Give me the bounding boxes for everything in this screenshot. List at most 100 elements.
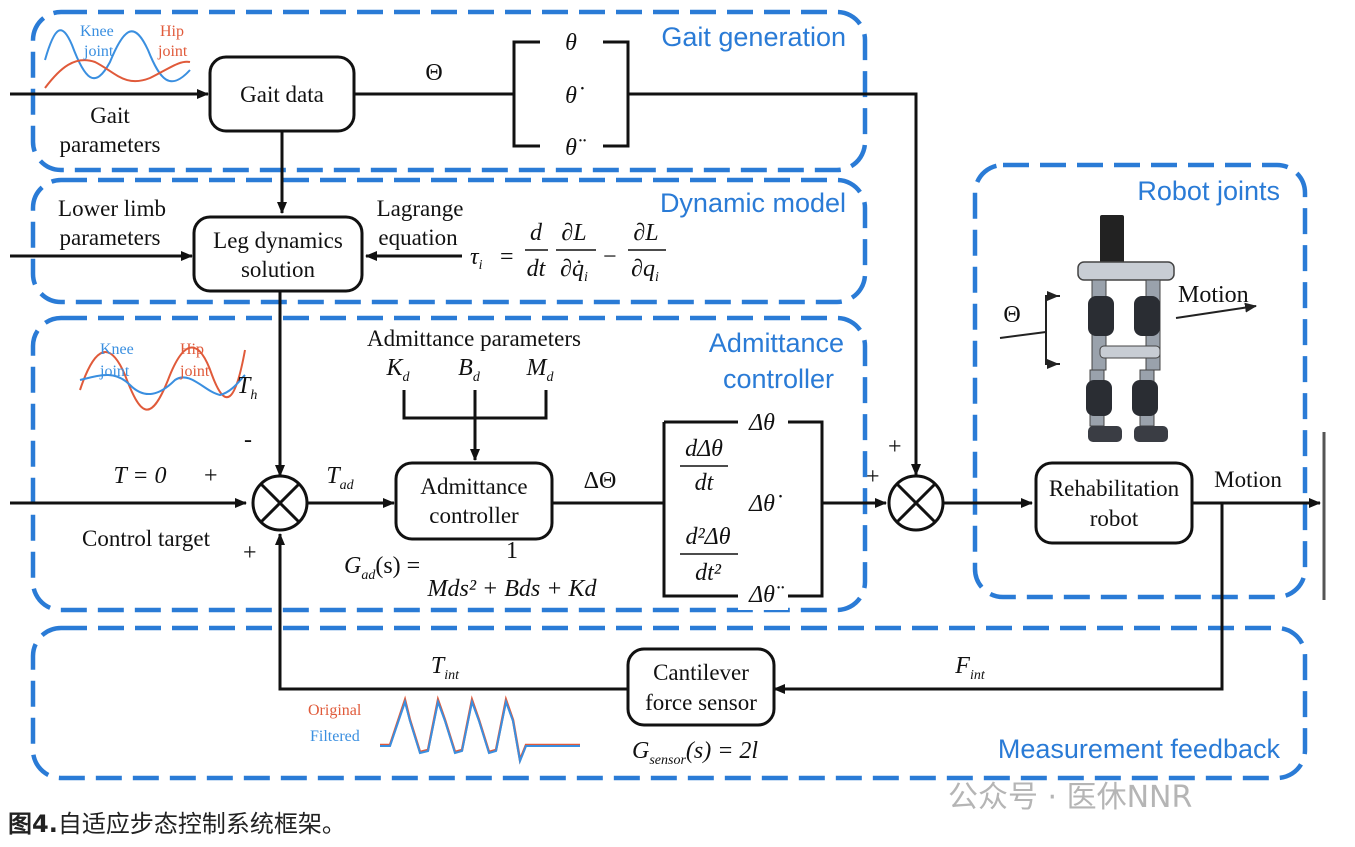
robot-theta-bracket bbox=[1045, 295, 1060, 365]
feedback-to-sensor-line bbox=[773, 503, 1224, 694]
dL-num-2: ∂L bbox=[633, 220, 658, 246]
gad-lhs: Gad(s) = bbox=[344, 553, 420, 583]
dtheta-dot-label-bg bbox=[738, 490, 786, 516]
motion-direction-label: Motion bbox=[1178, 282, 1249, 308]
admittance-controller-title-line2: controller bbox=[723, 364, 834, 394]
dynamic-model-section bbox=[30, 177, 868, 305]
filtered-legend: Filtered bbox=[310, 728, 360, 745]
dq-den: ∂qi bbox=[631, 256, 659, 285]
original-signal-curve bbox=[380, 695, 580, 765]
delta-theta-label: ΔΘ bbox=[584, 468, 617, 494]
tad-label: Tad bbox=[326, 463, 354, 493]
dynamic-model-title: Dynamic model bbox=[660, 188, 846, 218]
minus-sign-th: - bbox=[244, 427, 252, 453]
dtheta-label: Δθ bbox=[748, 410, 775, 436]
gsensor-equation: Gsensor(s) = 2l bbox=[632, 738, 758, 768]
lagrange-label-line2: equation bbox=[378, 225, 458, 250]
bd-label: Bd bbox=[458, 355, 481, 385]
motion-direction-arrow bbox=[1175, 302, 1257, 319]
force-signal-plot: Original Filtered bbox=[308, 695, 580, 765]
filtered-signal-curve bbox=[380, 698, 580, 765]
robot-joints-title: Robot joints bbox=[1137, 176, 1280, 206]
gait-curves-plot: Knee joint Hip joint bbox=[44, 23, 191, 89]
rehabilitation-robot-block bbox=[1034, 461, 1194, 545]
theta-right-bracket bbox=[603, 40, 630, 148]
dL-num-1: ∂L bbox=[561, 220, 586, 246]
robot-joints-section bbox=[972, 162, 1308, 600]
hip-torque-curve bbox=[79, 346, 246, 411]
frac2-denominator: dt² bbox=[695, 560, 722, 586]
knee-legend2-line2: joint bbox=[99, 363, 130, 380]
original-legend: Original bbox=[308, 702, 362, 719]
caption-text: 自适应步态控制系统框架。 bbox=[57, 810, 346, 838]
caption-prefix: 图4. bbox=[8, 810, 58, 838]
gait-generation-title: Gait generation bbox=[661, 22, 846, 52]
md-label: Md bbox=[526, 355, 555, 385]
dtheta-label-bg bbox=[738, 410, 788, 434]
theta-ddot-label: θ̈ bbox=[565, 135, 586, 161]
gait-generation-section bbox=[30, 9, 868, 173]
eq-sign: = bbox=[500, 244, 514, 270]
admittance-controller-label-line1: Admittance bbox=[420, 474, 527, 499]
sensor-to-sum-line bbox=[275, 533, 628, 691]
frac2-numerator: d²Δθ bbox=[685, 524, 730, 550]
knee-joint-curve bbox=[44, 29, 191, 83]
motion-output-label: Motion bbox=[1214, 467, 1282, 492]
hip-joint-curve bbox=[44, 59, 191, 89]
theta-left-bracket bbox=[512, 40, 540, 148]
measurement-feedback-section bbox=[30, 625, 1308, 781]
plus-sign-t: + bbox=[204, 463, 218, 489]
human-torque-plot: Knee joint Hip joint Th bbox=[79, 341, 257, 411]
fint-label: Fint bbox=[954, 653, 986, 683]
gait-params-label-line1: Gait bbox=[90, 103, 130, 128]
exoskeleton-robot-illustration bbox=[1077, 215, 1175, 442]
sensor-transfer-function: Gsensor(s) = 2l bbox=[632, 738, 758, 768]
leg-dynamics-label-line1: Leg dynamics bbox=[213, 228, 343, 253]
hip-legend-line2: joint bbox=[157, 43, 188, 60]
control-system-diagram: Gait generation Dynamic model Admittance… bbox=[10, 9, 1326, 781]
rehabilitation-robot-label-line2: robot bbox=[1090, 506, 1139, 531]
measurement-feedback-title: Measurement feedback bbox=[998, 734, 1281, 764]
force-sensor-block bbox=[626, 647, 776, 727]
tint-label: Tint bbox=[431, 653, 460, 683]
theta-label: θ bbox=[565, 30, 577, 56]
plus-sign-theta: + bbox=[888, 434, 902, 460]
leg-dynamics-label-line2: solution bbox=[241, 257, 316, 282]
dtheta-ddot-label-bg bbox=[738, 584, 788, 610]
summing-junction-2 bbox=[887, 474, 945, 532]
control-target-label: Control target bbox=[82, 526, 211, 551]
tau-symbol: τi bbox=[470, 244, 483, 273]
lagrange-label-line1: Lagrange bbox=[377, 196, 464, 221]
summing-junction-1 bbox=[251, 474, 309, 532]
admittance-controller-label-line2: controller bbox=[429, 503, 519, 528]
theta-dot-label: θ̇ bbox=[565, 83, 584, 109]
gait-data-label: Gait data bbox=[240, 82, 324, 107]
knee-legend2-line1: Knee bbox=[100, 341, 134, 358]
leg-dynamics-block bbox=[192, 215, 364, 293]
admittance-params-label: Admittance parameters bbox=[367, 326, 581, 351]
d-num: d bbox=[530, 220, 543, 246]
force-sensor-label-line1: Cantilever bbox=[653, 660, 749, 685]
hip-legend2-line1: Hip bbox=[180, 341, 204, 358]
admittance-controller-title-line1: Admittance bbox=[709, 328, 844, 358]
watermark: 公众号 · 医休NNR bbox=[948, 780, 1193, 815]
theta-signal-label: Θ bbox=[425, 60, 442, 86]
gad-denominator: Mds² + Bds + Kd bbox=[427, 576, 598, 602]
rehabilitation-robot-label-line1: Rehabilitation bbox=[1049, 476, 1180, 501]
knee-torque-curve bbox=[79, 374, 246, 397]
gait-params-label-line2: parameters bbox=[60, 132, 161, 157]
lagrange-equation: τi = d dt ∂L ∂q̇i − ∂L ∂qi bbox=[470, 220, 666, 285]
plus-sign-delta: + bbox=[866, 464, 880, 490]
gad-transfer-function: Gad(s) = 1 Mds² + Bds + Kd bbox=[344, 538, 597, 602]
t-zero-label: T = 0 bbox=[113, 463, 166, 489]
robot-theta-label: Θ bbox=[1003, 302, 1020, 328]
robot-theta-line bbox=[999, 331, 1047, 339]
dqdot-den: ∂q̇i bbox=[560, 256, 588, 285]
force-sensor-label-line2: force sensor bbox=[645, 690, 757, 715]
feedforward-theta-line bbox=[628, 92, 921, 476]
figure-caption: 图4.自适应步态控制系统框架。 bbox=[8, 804, 346, 839]
hip-legend-line1: Hip bbox=[160, 23, 184, 40]
lower-limb-label-line2: parameters bbox=[60, 225, 161, 250]
admittance-controller-block bbox=[394, 461, 554, 541]
minus-sign: − bbox=[603, 244, 617, 270]
